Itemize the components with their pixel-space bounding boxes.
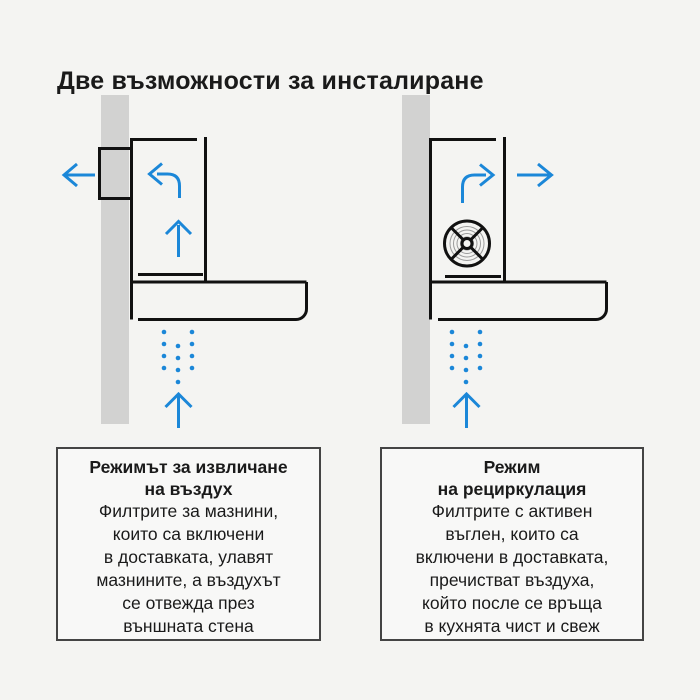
cooker-hood-icon	[130, 280, 308, 321]
intake-up-arrow-icon	[452, 391, 481, 428]
fan-icon	[443, 219, 491, 268]
airflow-curve-right-arrow-icon	[461, 163, 496, 203]
airflow-up-arrow-icon	[164, 219, 193, 257]
extraction-diagram	[61, 95, 308, 428]
intake-up-arrow-icon	[164, 391, 193, 428]
extraction-caption-title: Режимът за извличане на въздух	[89, 457, 288, 499]
steam-dots-icon	[161, 329, 195, 385]
wall-icon	[101, 95, 129, 424]
chimney-outline	[429, 137, 506, 281]
recirculation-caption-title: Режим на рециркулация	[437, 457, 587, 499]
recirculation-diagram	[402, 95, 608, 428]
wall-icon	[402, 95, 430, 424]
exhaust-right-arrow-icon	[517, 162, 554, 188]
cooker-hood-icon	[429, 280, 608, 321]
exhaust-left-arrow-icon	[61, 162, 95, 188]
extraction-caption-body: Филтрите за мазнини, които са включени в…	[96, 501, 281, 636]
steam-dots-icon	[449, 329, 483, 385]
chimney-outline	[130, 137, 207, 281]
recirculation-caption-body: Филтрите с активен въглен, които са вклю…	[415, 501, 609, 636]
page-title: Две възможности за инсталиране	[57, 66, 484, 95]
extraction-caption-box: Режимът за извличане на въздух Филтрите …	[56, 447, 321, 641]
airflow-curve-left-arrow-icon	[147, 162, 181, 198]
recirculation-caption-box: Режим на рециркулация Филтрите с активен…	[380, 447, 644, 641]
